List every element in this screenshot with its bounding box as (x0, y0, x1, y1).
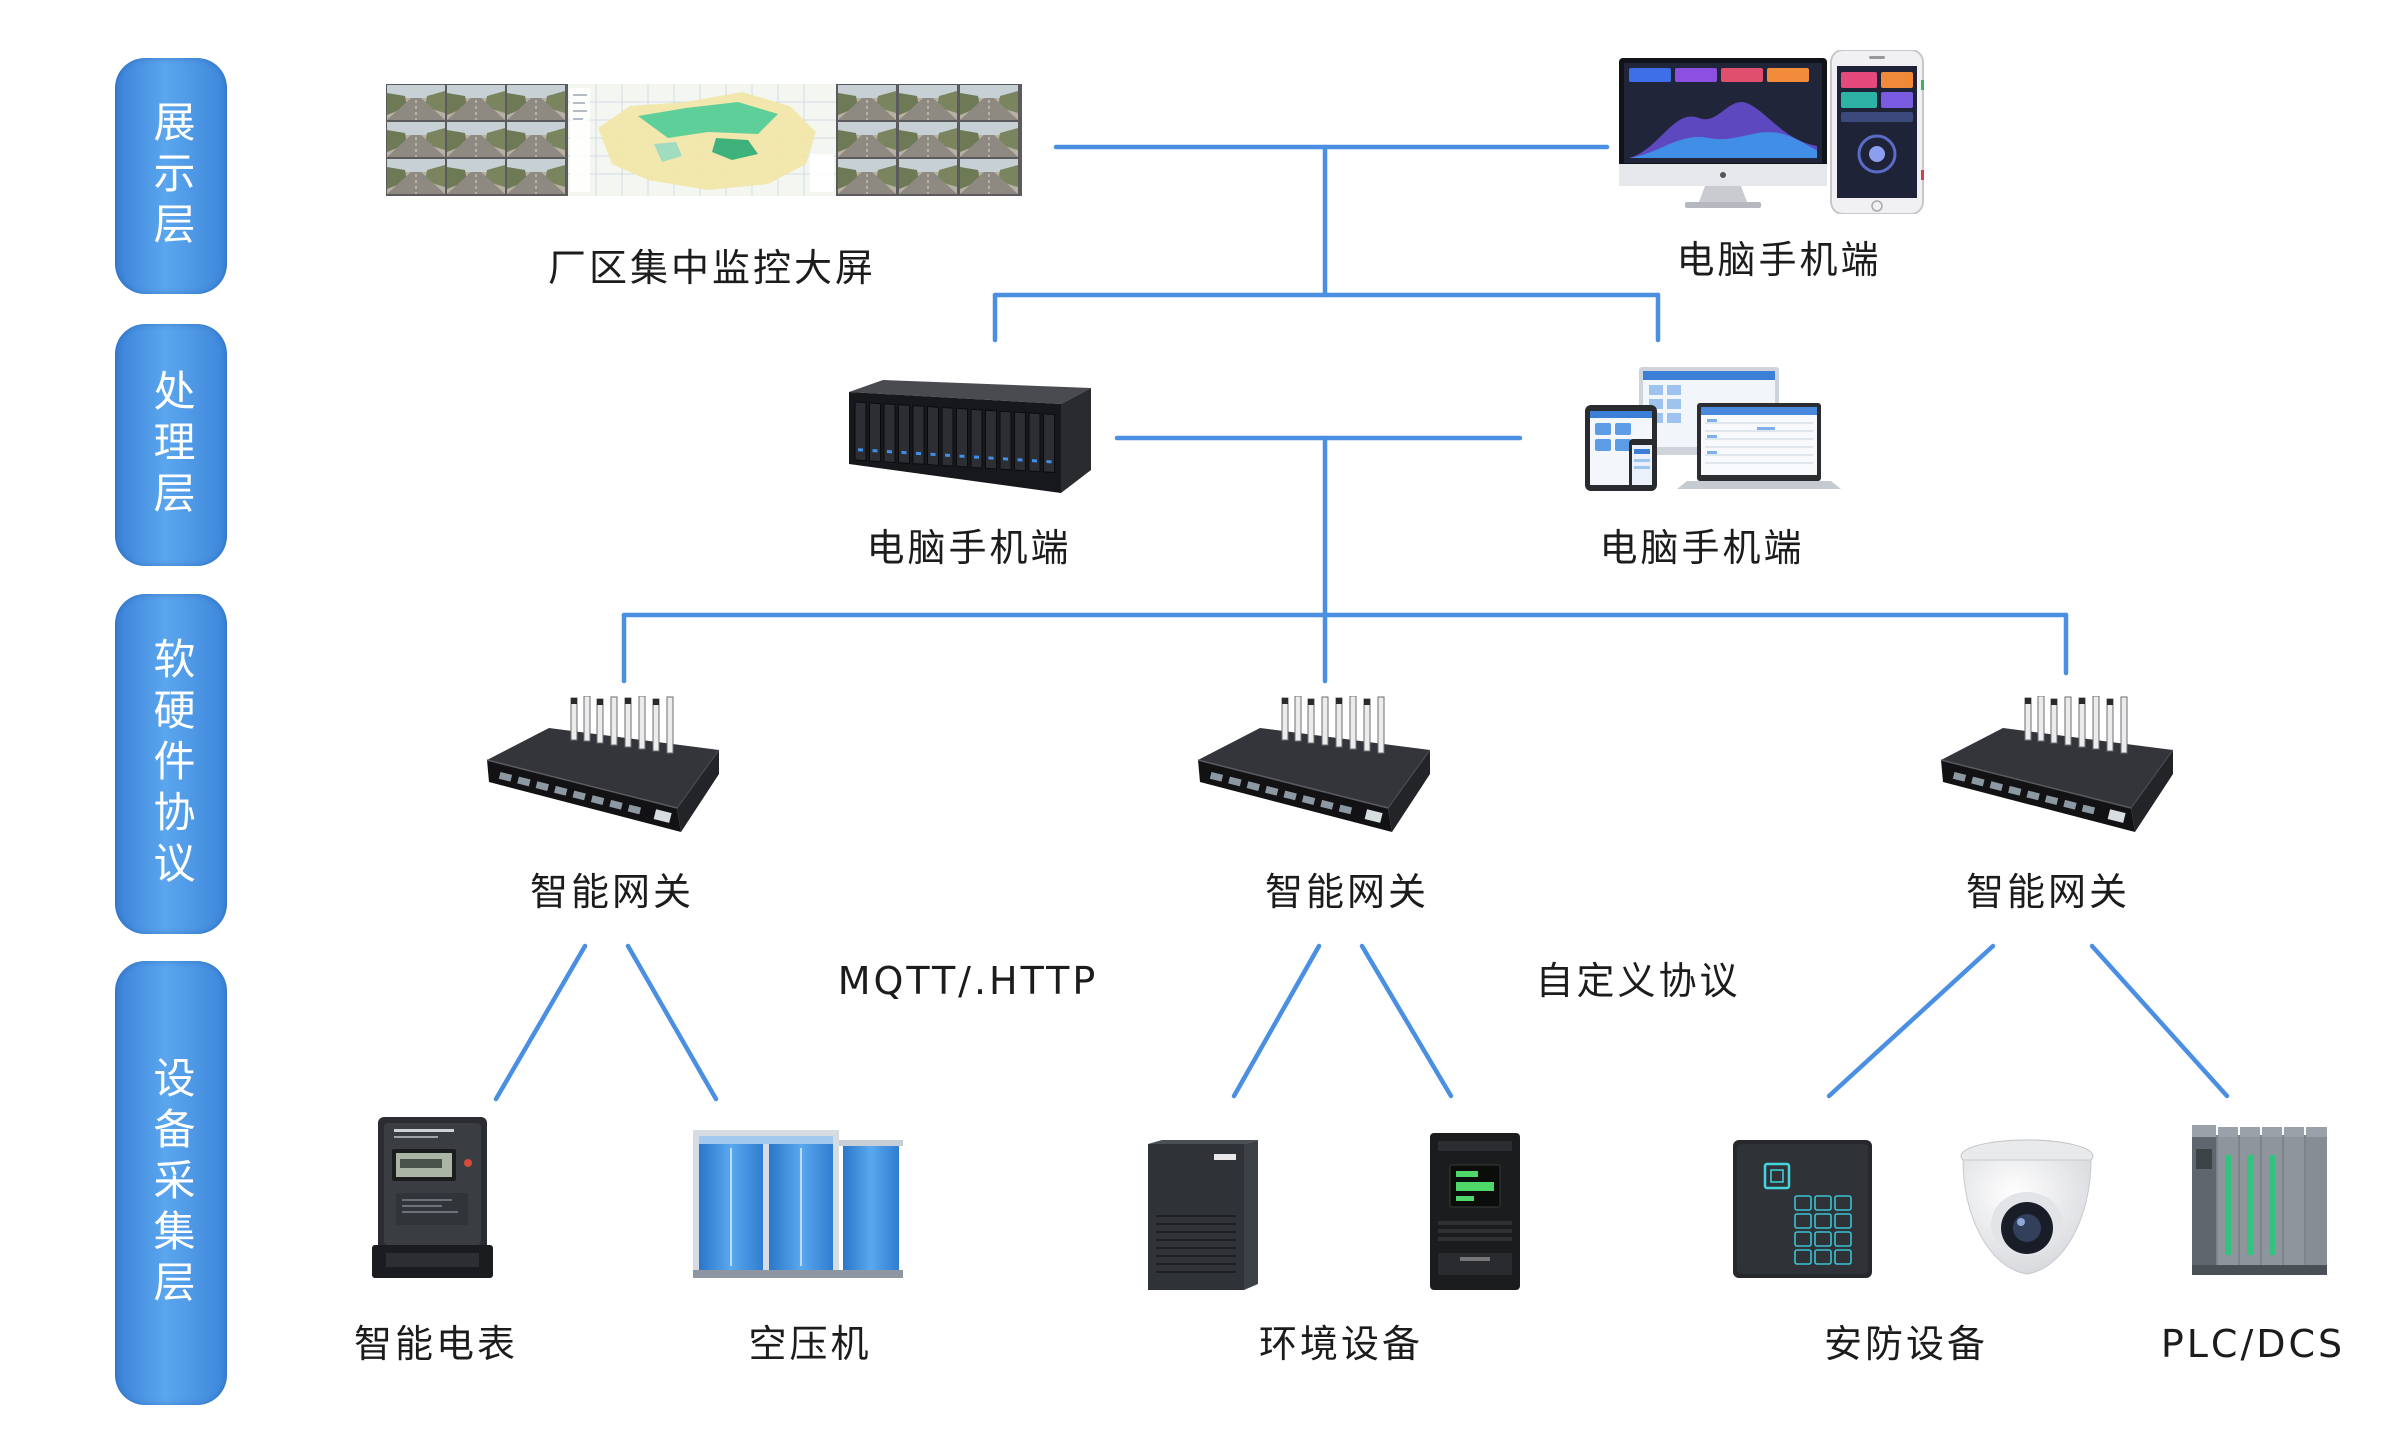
connector-line (493, 943, 588, 1102)
device-label-plc-dcs: PLC/DCS (2160, 1322, 2346, 1366)
gateway-label-1: 智能网关 (529, 870, 695, 914)
server-label: 电脑手机端 (866, 526, 1072, 570)
device-label-environment: 环境设备 (1258, 1322, 1424, 1366)
access-keypad-icon (1733, 1140, 1872, 1278)
device-label-security: 安防设备 (1823, 1322, 1989, 1366)
layer-label-acquisition: 设备采集层 (147, 1055, 196, 1311)
gateway-icon (1198, 696, 1430, 834)
connector-line (2089, 943, 2230, 1099)
gateway-label-3: 智能网关 (1965, 870, 2131, 914)
terminal-label: 电脑手机端 (1676, 238, 1882, 282)
connector-line (1826, 943, 1996, 1099)
server-rack-icon (849, 380, 1091, 493)
layer-pill-protocol: 软硬件协议 (115, 594, 227, 934)
smart-meter-icon (372, 1117, 493, 1278)
device-label-smart-meter: 智能电表 (353, 1322, 519, 1366)
layer-pill-processing: 处理层 (115, 324, 227, 566)
dome-camera-icon (1955, 1136, 2100, 1278)
client-label: 电脑手机端 (1599, 526, 1805, 570)
gateway-icon (1941, 696, 2173, 834)
screen-wall-label: 厂区集中监控大屏 (547, 246, 877, 290)
desktop-and-phone-icon (1619, 50, 1925, 214)
layer-pill-acquisition: 设备采集层 (115, 961, 227, 1405)
multi-device-icon (1577, 367, 1841, 493)
environment-equipment-icon (1148, 1140, 1258, 1290)
gateway-label-2: 智能网关 (1264, 870, 1430, 914)
device-label-air-compressor: 空压机 (748, 1322, 872, 1366)
air-compressor-icon (693, 1130, 903, 1278)
protocol-label-mqtt-http: MQTT/.HTTP (837, 959, 1099, 1003)
layer-label-processing: 处理层 (147, 368, 196, 522)
protocol-label-custom: 自定义协议 (1535, 959, 1741, 1003)
gateway-icon (487, 696, 719, 834)
layer-label-display: 展示层 (147, 99, 196, 253)
connector-line (625, 943, 719, 1102)
connector-line (1231, 943, 1322, 1099)
plc-icon (2192, 1125, 2327, 1278)
video-wall-icon (386, 84, 1022, 196)
connector-line (1359, 943, 1454, 1099)
layer-pill-display: 展示层 (115, 58, 227, 294)
ups-icon (1430, 1133, 1520, 1290)
layer-label-protocol: 软硬件协议 (147, 636, 196, 892)
